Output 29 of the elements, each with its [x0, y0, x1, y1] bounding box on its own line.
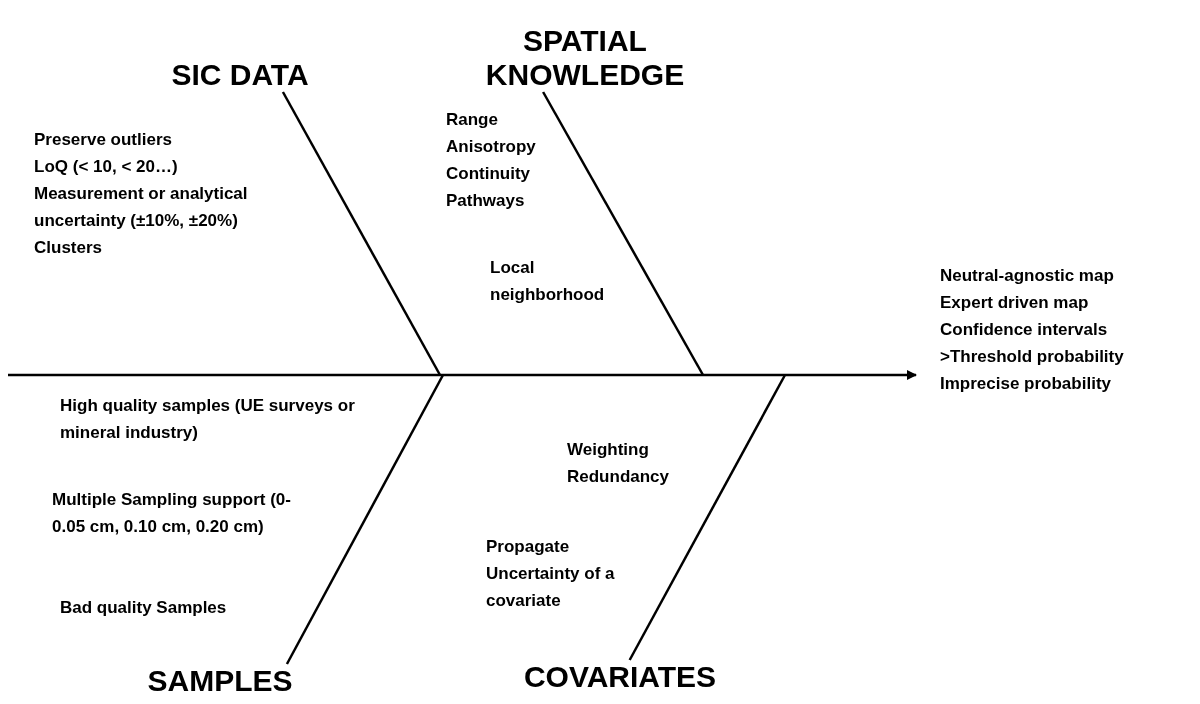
cause-text: Bad quality Samples	[60, 597, 227, 619]
outcome-item: >Threshold probability	[940, 346, 1125, 368]
cause-text: Weighting	[567, 439, 649, 461]
cause-text: Propagate Uncertainty of a covariate	[486, 536, 616, 612]
bone-line	[285, 374, 445, 665]
cause-text: Redundancy	[567, 466, 670, 488]
outcome-item: Expert driven map	[940, 292, 1090, 314]
cause-text: Local neighborhood	[490, 257, 606, 306]
category-heading: SIC DATA	[150, 40, 330, 92]
bone-line	[281, 91, 442, 376]
category-heading: SPATIAL KNOWLEDGE	[470, 6, 700, 92]
cause-text: Preserve outliers	[34, 129, 172, 151]
cause-text: Clusters	[34, 237, 103, 259]
cause-text: Measurement or analytical uncertainty (±10%, ±20%)	[34, 183, 249, 232]
cause-text: Continuity	[446, 163, 531, 185]
outcome-item: Confidence intervals	[940, 319, 1109, 341]
cause-text: High quality samples (UE surveys or mineral industry)	[60, 395, 356, 444]
cause-text: Anisotropy	[446, 136, 536, 158]
outcome-item: Imprecise probability	[940, 373, 1112, 395]
cause-text: Multiple Sampling support (0-0.05 cm, 0.10 cm, 0.20 cm)	[52, 489, 292, 538]
bone-line	[542, 91, 705, 376]
cause-text: Range	[446, 109, 498, 131]
bone-line	[628, 374, 787, 661]
category-heading: SAMPLES	[130, 664, 310, 704]
category-heading: COVARIATES	[500, 660, 740, 704]
cause-text: Pathways	[446, 190, 525, 212]
cause-text: LoQ (< 10, < 20…)	[34, 156, 178, 178]
outcome-item: Neutral-agnostic map	[940, 265, 1115, 287]
spine-arrow	[8, 370, 917, 380]
